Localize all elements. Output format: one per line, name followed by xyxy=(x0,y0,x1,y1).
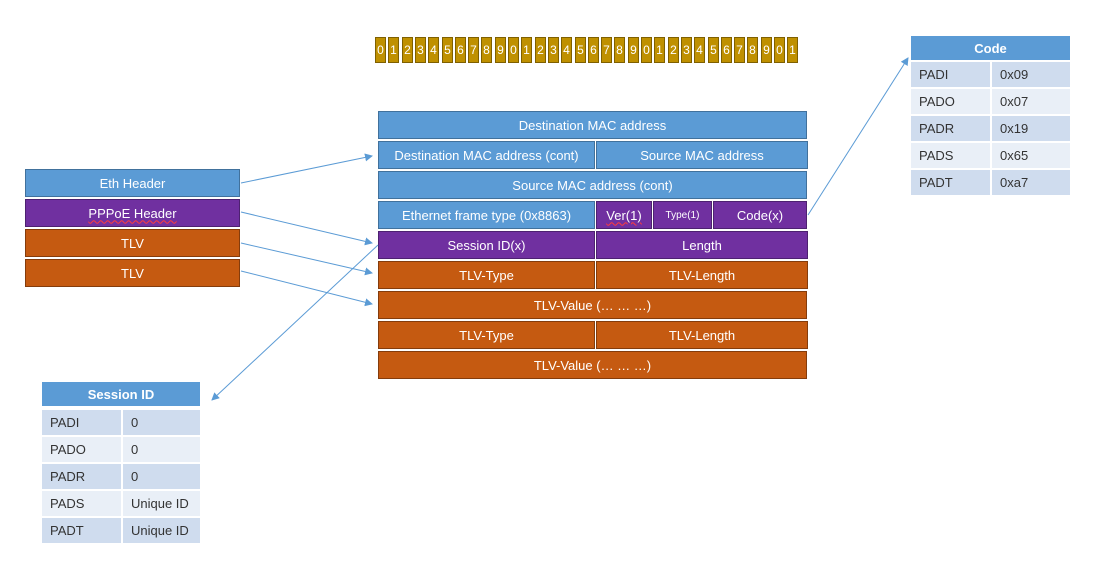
session-row-value: 0 xyxy=(122,436,201,463)
session-row-name: PADI xyxy=(41,409,122,436)
session-id-table: Session ID PADI 0 PADO 0 PADR 0 PADS Uni… xyxy=(41,381,201,545)
bit-cell: 2 xyxy=(402,37,413,63)
session-row-name: PADS xyxy=(41,490,122,517)
destination-mac-cont-field: Destination MAC address (cont) xyxy=(378,141,595,169)
pppoe-header-arrow xyxy=(240,211,373,246)
destination-mac-cont-label: Destination MAC address (cont) xyxy=(394,147,579,163)
session-id-table-title: Session ID xyxy=(41,381,201,407)
bit-cell: 5 xyxy=(708,37,719,63)
bit-cell: 9 xyxy=(628,37,639,63)
pppoe-header-label: PPPoE Header xyxy=(88,205,177,221)
tlv-legend-box-2: TLV xyxy=(25,259,240,287)
code-row-value: 0x19 xyxy=(991,115,1071,142)
bit-cell: 0 xyxy=(774,37,785,63)
pppoe-header-box: PPPoE Header xyxy=(25,199,240,227)
bit-cell: 6 xyxy=(455,37,466,63)
bit-cell: 1 xyxy=(388,37,399,63)
tlv-value-field-1: TLV-Value (… … …) xyxy=(378,291,807,319)
bit-cell: 5 xyxy=(442,37,453,63)
eth-header-box: Eth Header xyxy=(25,169,240,197)
bit-cell: 2 xyxy=(535,37,546,63)
bit-cell: 4 xyxy=(428,37,439,63)
code-row-value: 0x65 xyxy=(991,142,1071,169)
tlv-type-field-1: TLV-Type xyxy=(378,261,595,289)
code-row-value: 0x09 xyxy=(991,61,1071,88)
code-to-table-arrow xyxy=(807,57,909,216)
bit-cell: 1 xyxy=(787,37,798,63)
source-mac-cont-field: Source MAC address (cont) xyxy=(378,171,807,199)
bit-cell: 0 xyxy=(508,37,519,63)
bit-cell: 4 xyxy=(561,37,572,63)
ethernet-frame-type-field: Ethernet frame type (0x8863) xyxy=(378,201,595,229)
code-row-name: PADI xyxy=(910,61,991,88)
bit-cell: 8 xyxy=(614,37,625,63)
session-row-value: Unique ID xyxy=(122,517,201,544)
bit-cell: 2 xyxy=(668,37,679,63)
tlv-type-field-2: TLV-Type xyxy=(378,321,595,349)
session-row-name: PADO xyxy=(41,436,122,463)
code-row-value: 0xa7 xyxy=(991,169,1071,196)
bit-cell: 7 xyxy=(468,37,479,63)
session-row-value: Unique ID xyxy=(122,490,201,517)
code-row-name: PADO xyxy=(910,88,991,115)
session-row-value: 0 xyxy=(122,463,201,490)
source-mac-cont-label: Source MAC address (cont) xyxy=(512,177,673,193)
session-row-name: PADR xyxy=(41,463,122,490)
bit-cell: 3 xyxy=(681,37,692,63)
bit-cell: 1 xyxy=(654,37,665,63)
destination-mac-field: Destination MAC address xyxy=(378,111,807,139)
session-id-field: Session ID(x) xyxy=(378,231,595,259)
bit-cell: 0 xyxy=(641,37,652,63)
tlv-length-field-1: TLV-Length xyxy=(596,261,808,289)
session-row-value: 0 xyxy=(122,409,201,436)
bit-cell: 3 xyxy=(415,37,426,63)
code-row-value: 0x07 xyxy=(991,88,1071,115)
code-row-name: PADS xyxy=(910,142,991,169)
type-field: Type(1) xyxy=(653,201,712,229)
bit-cell: 5 xyxy=(575,37,586,63)
bit-cell: 4 xyxy=(694,37,705,63)
tlv-arrow-2 xyxy=(240,270,373,307)
ver-field: Ver(1) xyxy=(596,201,652,229)
session-row-name: PADT xyxy=(41,517,122,544)
length-field: Length xyxy=(596,231,808,259)
bit-cell: 8 xyxy=(747,37,758,63)
tlv-arrow-1 xyxy=(240,242,373,276)
bit-cell: 1 xyxy=(521,37,532,63)
bit-cell: 6 xyxy=(588,37,599,63)
bit-cell: 9 xyxy=(495,37,506,63)
bit-cell: 7 xyxy=(734,37,745,63)
tlv-value-field-2: TLV-Value (… … …) xyxy=(378,351,807,379)
bit-cell: 6 xyxy=(721,37,732,63)
code-row-name: PADT xyxy=(910,169,991,196)
source-mac-field: Source MAC address xyxy=(596,141,808,169)
bit-cell: 7 xyxy=(601,37,612,63)
code-table: Code PADI 0x09 PADO 0x07 PADR 0x19 PADS … xyxy=(910,35,1071,197)
code-field: Code(x) xyxy=(713,201,807,229)
tlv-length-field-2: TLV-Length xyxy=(596,321,808,349)
code-table-title: Code xyxy=(910,35,1071,61)
tlv-legend-box-1: TLV xyxy=(25,229,240,257)
bit-cell: 9 xyxy=(761,37,772,63)
bit-cell: 0 xyxy=(375,37,386,63)
eth-header-arrow xyxy=(240,153,373,184)
code-row-name: PADR xyxy=(910,115,991,142)
bit-cell: 8 xyxy=(481,37,492,63)
ver-label: Ver(1) xyxy=(606,207,642,223)
bit-cell: 3 xyxy=(548,37,559,63)
